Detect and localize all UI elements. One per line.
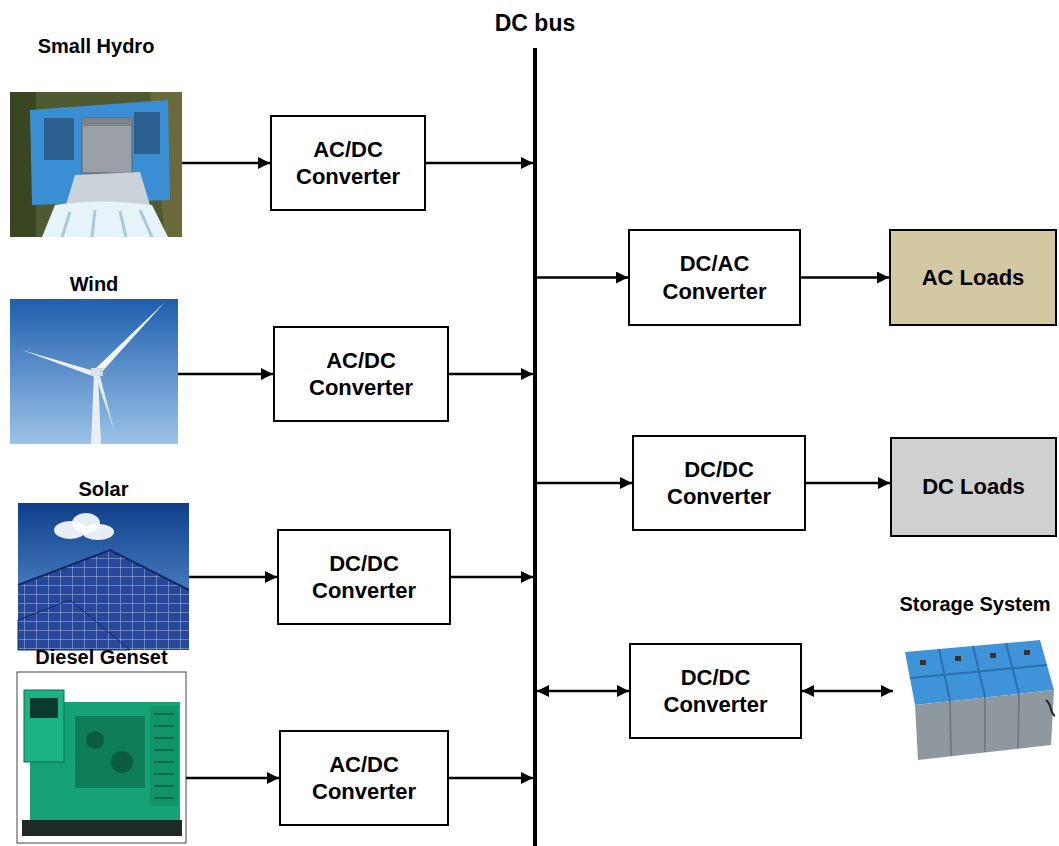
connector-arrow <box>537 276 628 279</box>
small-hydro-picture-part <box>44 118 74 160</box>
dc-bus-line: DC bus <box>533 48 537 846</box>
box-label: DC/AC Converter <box>651 250 779 305</box>
diesel-genset-picture <box>17 672 186 843</box>
battery-storage-picture-part <box>955 656 961 661</box>
connector-arrow <box>186 777 279 780</box>
load-box: AC Loads <box>889 229 1057 326</box>
solar-panel-picture-part <box>18 600 130 650</box>
connector-arrow <box>801 276 889 279</box>
small-hydro-picture-part <box>82 118 132 126</box>
diesel-genset-picture-part <box>111 751 133 773</box>
solar-panel-picture-part <box>18 550 189 590</box>
box-label: AC/DC Converter <box>284 136 412 191</box>
source-picture: Solar <box>18 503 189 650</box>
converter-box: DC/DC Converter <box>632 435 806 531</box>
diesel-genset-picture-part <box>22 820 182 836</box>
connector-arrow <box>806 482 890 485</box>
diesel-genset-picture-part <box>86 731 104 749</box>
source-picture: Small Hydro <box>10 92 182 237</box>
battery-storage-picture <box>893 619 1057 764</box>
component-heading: Diesel Genset <box>35 646 167 669</box>
battery-storage-picture-part <box>1046 700 1055 716</box>
wind-turbine-picture-part <box>10 299 178 444</box>
converter-box: AC/DC Converter <box>279 730 449 826</box>
connector-arrow <box>451 576 533 579</box>
diesel-genset-picture-part <box>150 706 178 806</box>
battery-storage-picture-part <box>950 694 1019 756</box>
small-hydro-picture-part <box>134 112 160 154</box>
box-label: AC/DC Converter <box>300 751 428 806</box>
battery-storage-picture-part <box>893 619 1057 764</box>
bus-label: DC bus <box>495 10 576 36</box>
converter-box: AC/DC Converter <box>270 115 426 211</box>
small-hydro-picture <box>10 92 182 237</box>
load-box: DC Loads <box>890 437 1057 537</box>
box-label: DC/DC Converter <box>300 550 428 605</box>
small-hydro-picture-part <box>42 202 168 238</box>
connector-arrow <box>537 690 629 693</box>
converter-box: AC/DC Converter <box>273 326 449 422</box>
diesel-genset-picture-part <box>17 672 186 843</box>
battery-storage-picture-part <box>920 660 926 665</box>
box-label: AC/DC Converter <box>297 347 425 402</box>
converter-box: DC/DC Converter <box>629 643 802 739</box>
wind-turbine-picture-part <box>91 368 103 376</box>
diesel-genset-picture-part <box>24 690 64 762</box>
wind-turbine-picture <box>10 299 178 444</box>
connector-arrow <box>178 373 273 376</box>
storage-picture: Storage System <box>893 619 1057 764</box>
component-heading: Small Hydro <box>38 35 155 58</box>
diesel-genset-picture-part <box>75 716 145 788</box>
box-label: AC Loads <box>922 264 1025 292</box>
small-hydro-picture-part <box>82 118 132 173</box>
battery-storage-picture-part <box>910 643 1047 701</box>
connector-arrow <box>182 162 270 165</box>
source-picture: Diesel Genset <box>17 672 186 843</box>
connector-arrow <box>189 576 277 579</box>
small-hydro-picture-part <box>10 92 182 237</box>
connector-arrow <box>449 373 533 376</box>
diesel-genset-picture-part <box>30 698 58 718</box>
source-picture: Wind <box>10 299 178 444</box>
battery-storage-picture-part <box>1024 650 1030 655</box>
solar-panel-picture-part <box>18 550 189 650</box>
box-label: DC Loads <box>922 473 1025 501</box>
wind-turbine-picture-part <box>92 368 100 376</box>
component-heading: Storage System <box>899 593 1050 616</box>
solar-panel-picture <box>18 503 189 650</box>
wind-turbine-picture-part <box>95 372 114 430</box>
battery-storage-picture-part <box>990 653 996 658</box>
box-label: DC/DC Converter <box>655 456 783 511</box>
connector-arrow <box>537 482 632 485</box>
converter-box: DC/AC Converter <box>628 229 801 326</box>
solar-panel-picture-part <box>18 503 189 650</box>
component-heading: Solar <box>78 478 128 501</box>
converter-box: DC/DC Converter <box>277 529 451 625</box>
diesel-genset-picture-part <box>154 714 174 798</box>
battery-storage-picture-part <box>915 690 1054 760</box>
connector-arrow <box>449 777 533 780</box>
component-heading: Wind <box>70 273 119 296</box>
solar-panel-picture-part <box>82 524 114 540</box>
small-hydro-picture-part <box>62 210 152 237</box>
box-label: DC/DC Converter <box>652 664 780 719</box>
connector-arrow <box>802 690 893 693</box>
wind-turbine-picture-part <box>95 302 165 375</box>
connector-arrow <box>426 162 533 165</box>
wind-turbine-picture-part <box>22 350 95 377</box>
